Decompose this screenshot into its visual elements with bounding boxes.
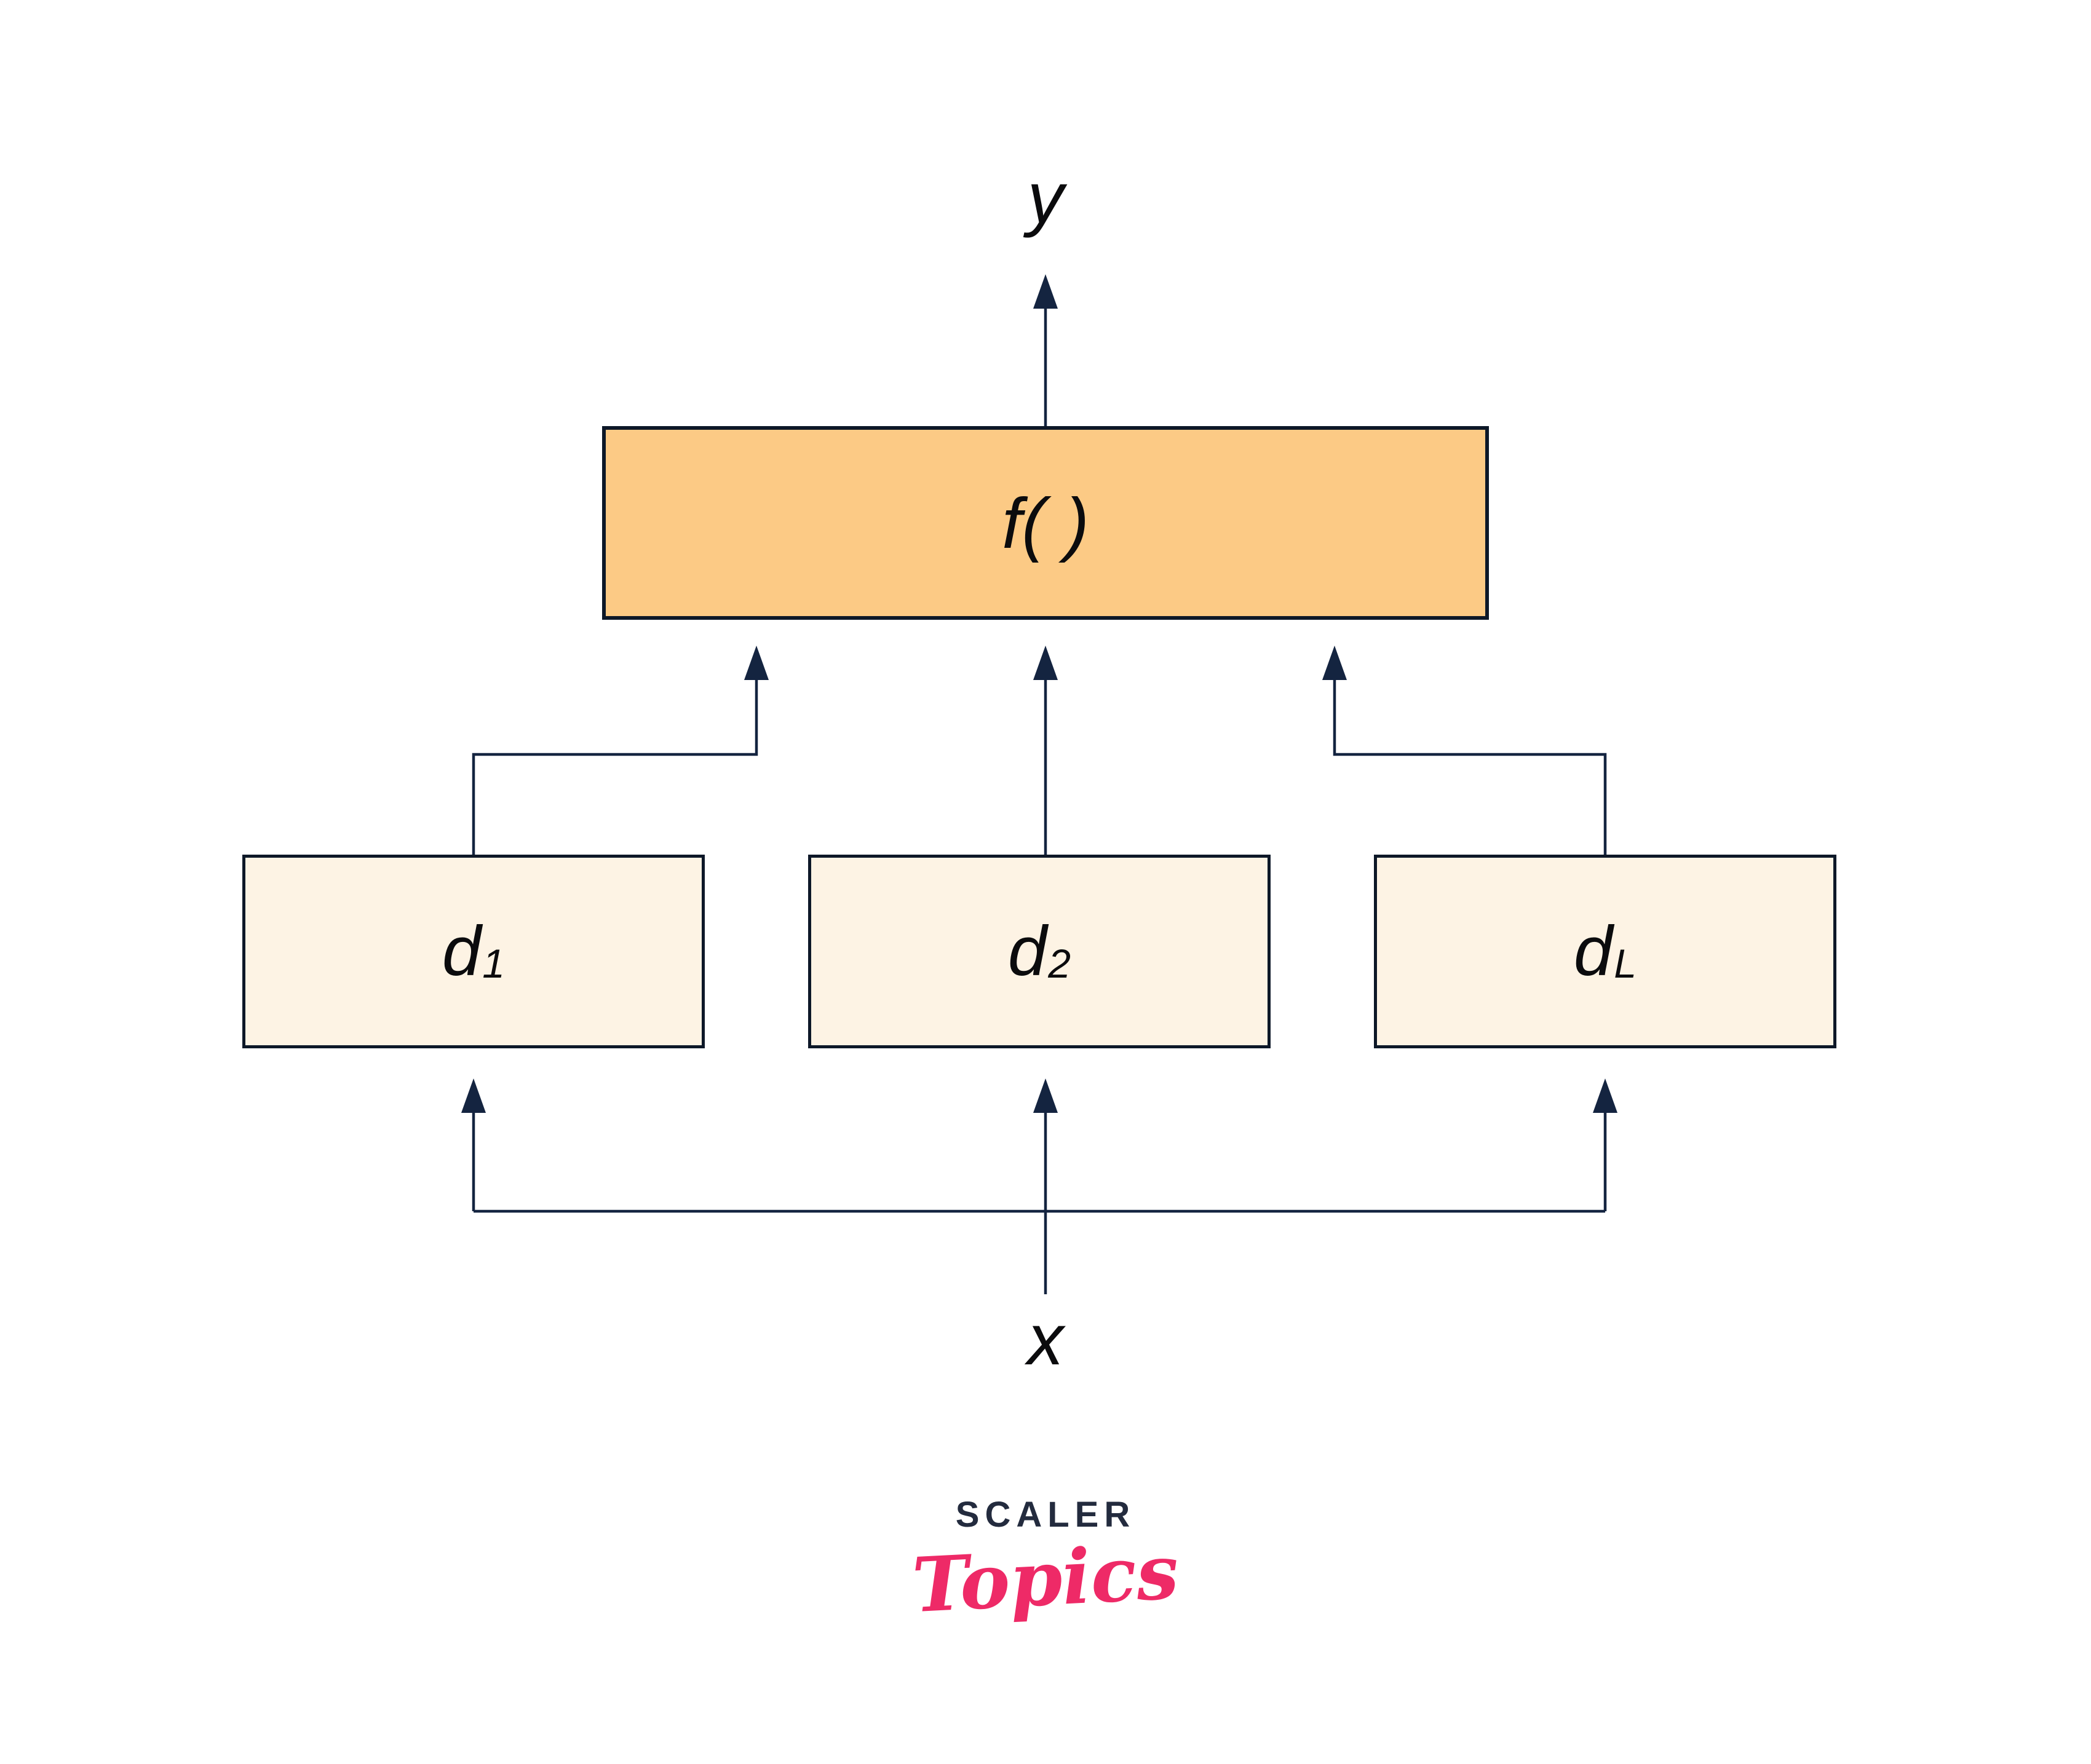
model-label-sub: L <box>1614 941 1637 987</box>
logo-product-text: Topics <box>910 1527 1181 1630</box>
arrowhead-x-dL <box>1593 1078 1617 1113</box>
combiner-box-f: f( ) <box>602 426 1489 620</box>
model-label-d2: d2 <box>1008 911 1071 992</box>
connector-d1-to-f <box>472 679 758 855</box>
arrowhead-dL-f <box>1322 646 1347 680</box>
input-label-x: x <box>1027 1299 1064 1380</box>
arrowhead-x-d2 <box>1033 1078 1058 1113</box>
output-label-y: y <box>1027 157 1064 239</box>
model-label-base: d <box>442 912 482 991</box>
model-box-dL: dL <box>1374 855 1836 1048</box>
model-label-dL: dL <box>1574 911 1637 992</box>
logo-brand-text: SCALER <box>955 1495 1136 1535</box>
model-label-base: d <box>1573 912 1613 991</box>
arrowhead-y <box>1033 274 1058 309</box>
model-label-d1: d1 <box>442 911 505 992</box>
connector-dL-to-f <box>1333 679 1607 855</box>
model-label-sub: 1 <box>482 941 506 987</box>
arrowhead-d1-f <box>744 646 769 680</box>
arrowhead-d2-f <box>1033 646 1058 680</box>
model-label-base: d <box>1007 912 1047 991</box>
combiner-label: f( ) <box>1002 483 1089 563</box>
model-box-d2: d2 <box>808 855 1271 1048</box>
model-label-sub: 2 <box>1048 941 1071 987</box>
model-box-d1: d1 <box>242 855 705 1048</box>
arrowhead-x-d1 <box>461 1078 486 1113</box>
scaler-topics-logo: SCALER Topics <box>861 1494 1230 1629</box>
